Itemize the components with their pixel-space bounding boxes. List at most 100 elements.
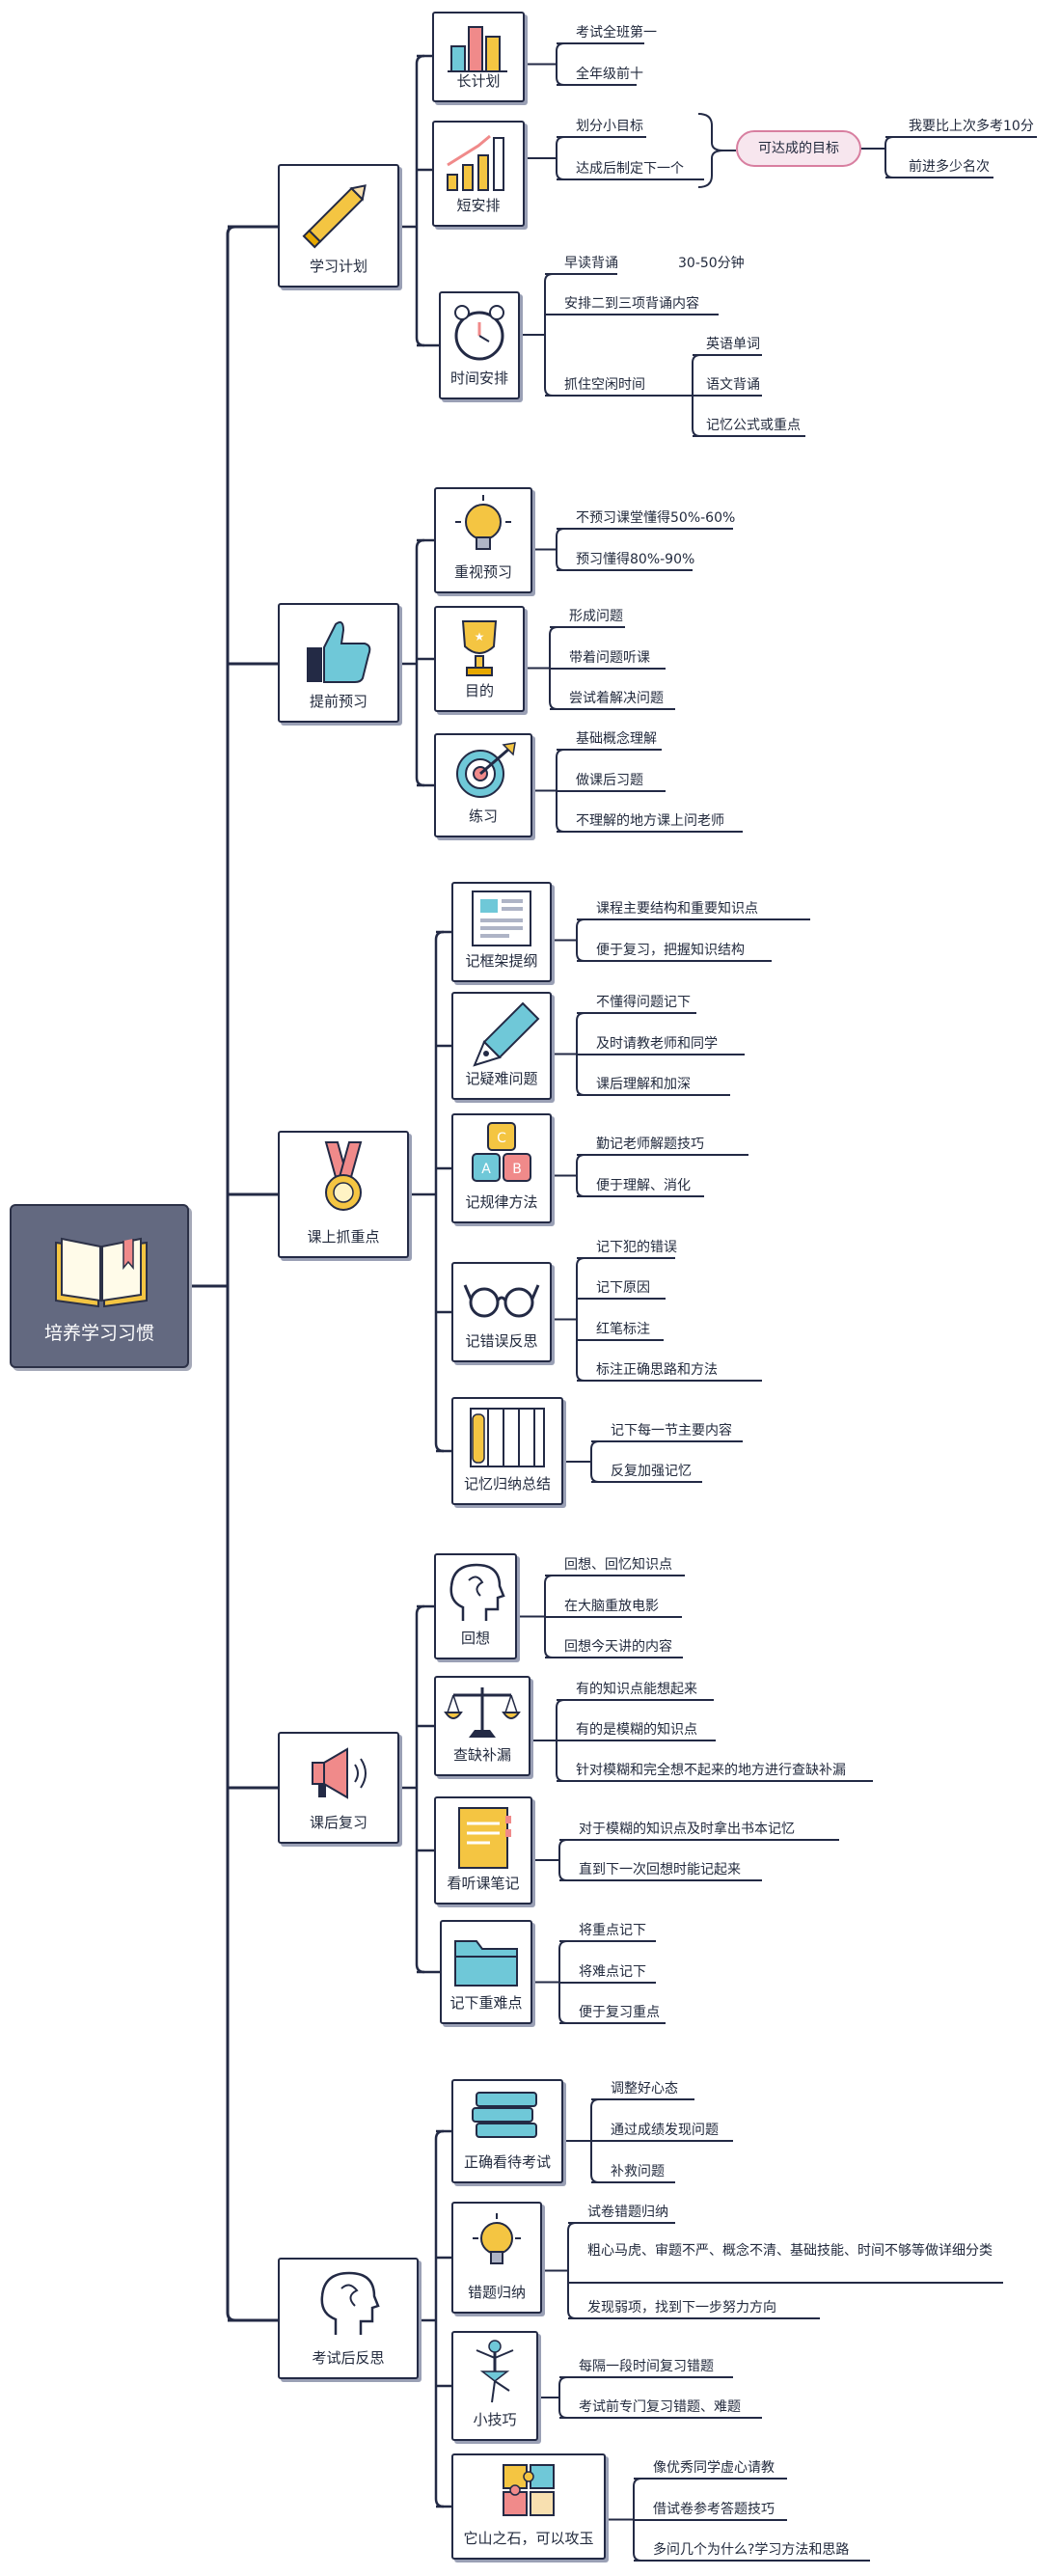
leaf-text: 针对模糊和完全想不起来的地方进行查缺补漏 (576, 1763, 846, 1778)
connector-line (576, 918, 585, 962)
alarm-clock-icon (454, 305, 504, 361)
leaf-text: 考试前专门复习错题、难题 (579, 2399, 741, 2415)
node-label: 正确看待考试 (463, 2153, 551, 2171)
node-view-exam[interactable]: 正确看待考试 (451, 2079, 563, 2183)
leaf-text: 不懂得问题记下 (596, 995, 691, 1010)
leaf-text: 达成后制定下一个 (576, 161, 684, 177)
leaf-text: 多问几个为什么?学习方法和思路 (653, 2542, 850, 2558)
node-mistakes[interactable]: 记错误反思 (451, 1262, 552, 1362)
node-time-plan[interactable]: 时间安排 (439, 291, 520, 399)
leaf-text: 将难点记下 (579, 1964, 646, 1980)
medal-icon (324, 1141, 363, 1211)
leaf-text: 预习懂得80%-90% (576, 552, 695, 567)
branch-label: 学习计划 (309, 258, 367, 275)
leaf-text: 安排二到三项背诵内容 (564, 296, 699, 312)
connector-line (884, 136, 894, 178)
node-label: 看听课笔记 (447, 1875, 520, 1892)
target-pill[interactable]: 可达成的目标 (736, 130, 861, 167)
node-label: 目的 (464, 682, 494, 699)
leaf-text: 做课后习题 (576, 773, 643, 788)
abc-blocks-icon: C A B (472, 1122, 531, 1182)
node-label: 错题归纳 (467, 2284, 526, 2301)
leaf-text: 有的是模糊的知识点 (576, 1722, 697, 1738)
connector-line (556, 42, 565, 86)
leaf-text: 调整好心态 (611, 2081, 678, 2096)
node-label: 记下重难点 (449, 1994, 523, 2012)
leaf-text: 全年级前十 (576, 67, 643, 82)
node-value-preview[interactable]: 重视预习 (434, 487, 532, 593)
notebook-icon (458, 1807, 511, 1869)
node-recall[interactable]: 回想 (434, 1553, 517, 1659)
node-summary[interactable]: 记忆归纳总结 (451, 1397, 563, 1505)
glasses-icon (463, 1284, 540, 1318)
node-difficult[interactable]: 记疑难问题 (451, 992, 552, 1100)
branch-key-points[interactable]: 课上抓重点 (278, 1131, 409, 1258)
node-short-plan[interactable]: 短安排 (432, 121, 525, 227)
leaf-text: 早读背诵 (564, 256, 618, 271)
leaf-text: 考试全班第一 (576, 25, 657, 41)
node-learn-from-others[interactable]: 它山之石，可以攻玉 (451, 2453, 606, 2560)
document-outline-icon (472, 891, 531, 946)
node-error-summary[interactable]: 错题归纳 (451, 2202, 542, 2314)
node-methods[interactable]: C A B 记规律方法 (451, 1113, 552, 1223)
connector-line (415, 1604, 425, 1974)
branch-exam-reflection[interactable]: 考试后反思 (278, 2258, 419, 2379)
leaf-text: 通过成绩发现问题 (611, 2123, 719, 2138)
megaphone-icon (312, 1747, 367, 1799)
connector-line (576, 1154, 585, 1197)
growth-chart-icon (447, 134, 504, 191)
node-long-plan[interactable]: 长计划 (432, 12, 525, 102)
node-tips[interactable]: 小技巧 (451, 2331, 538, 2441)
leaf-text: 记下每一节主要内容 (611, 1423, 732, 1439)
leaf-text: 补救问题 (611, 2164, 665, 2179)
leaf-text: 记下犯的错误 (596, 1240, 677, 1255)
leaf-text: 形成问题 (569, 609, 623, 624)
leaf-text: 英语单词 (706, 337, 760, 352)
node-notes[interactable]: 看听课笔记 (434, 1796, 532, 1905)
leaf-text: 记下原因 (596, 1280, 650, 1296)
leaf-text: 便于理解、消化 (596, 1178, 691, 1193)
connector-line (415, 538, 425, 787)
pencil-icon (302, 184, 367, 249)
connector-line (556, 136, 565, 180)
branch-study-plan[interactable]: 学习计划 (278, 164, 399, 288)
connector-line (434, 930, 445, 1453)
node-label: 记错误反思 (465, 1332, 538, 1350)
light-bulb-icon (455, 495, 511, 550)
connector-line (590, 1440, 600, 1483)
abacus-icon (470, 1408, 545, 1467)
target-icon (456, 742, 516, 798)
node-fill-gaps[interactable]: 查缺补漏 (434, 1676, 530, 1776)
node-key-difficult[interactable]: 记下重难点 (440, 1920, 532, 2024)
ballerina-icon (476, 2340, 514, 2403)
branch-review[interactable]: 课后复习 (278, 1732, 399, 1844)
leaf-text: 30-50分钟 (678, 256, 745, 271)
bar-chart-icon (448, 26, 507, 72)
connector-line (415, 54, 425, 347)
node-practice[interactable]: 练习 (434, 733, 532, 837)
root-node[interactable]: 培养学习习惯 (10, 1204, 189, 1368)
svg-text:B: B (512, 1162, 522, 1177)
branch-preview[interactable]: 提前预习 (278, 603, 399, 723)
trophy-icon: ★ (461, 620, 498, 676)
svg-text:★: ★ (475, 630, 485, 644)
node-label: 长计划 (456, 72, 501, 90)
leaf-text: 像优秀同学虚心请教 (653, 2460, 775, 2476)
node-label: 练习 (468, 808, 498, 825)
node-label: 记规律方法 (465, 1193, 538, 1211)
node-label: 查缺补漏 (452, 1746, 511, 1764)
leaf-text: 对于模糊的知识点及时拿出书本记忆 (579, 1822, 795, 1837)
branch-label: 提前预习 (309, 693, 367, 710)
leaf-text: 划分小目标 (576, 119, 643, 134)
leaf-text: 每隔一段时间复习错题 (579, 2359, 714, 2374)
leaf-text: 基础概念理解 (576, 731, 657, 747)
thumbs-up-icon (307, 621, 371, 683)
leaf-text: 勤记老师解题技巧 (596, 1137, 704, 1152)
branch-label: 考试后反思 (312, 2349, 385, 2367)
leaf-text: 课程主要结构和重要知识点 (596, 901, 758, 917)
node-purpose[interactable]: ★ 目的 (434, 606, 525, 712)
leaf-text: 语文背诵 (706, 377, 760, 393)
node-outline[interactable]: 记框架提纲 (451, 882, 552, 982)
leaf-text: 借试卷参考答题技巧 (653, 2502, 775, 2517)
connector-line (576, 1257, 585, 1382)
